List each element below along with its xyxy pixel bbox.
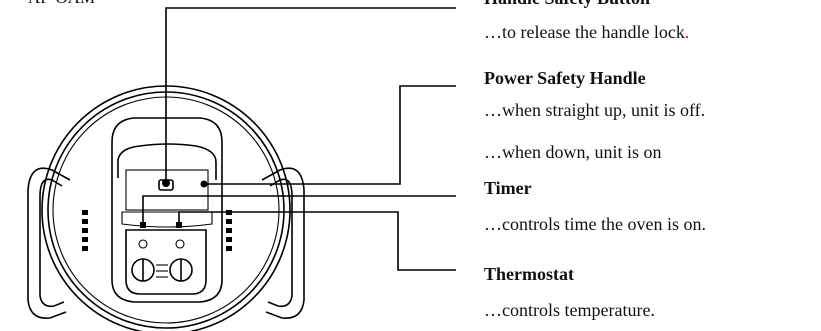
timer-desc: …controls time the oven is on. [484, 214, 706, 234]
thermostat-lamp [175, 239, 185, 249]
left-vent-marks [82, 210, 88, 251]
leader-thermostat [178, 211, 456, 271]
right-handle [261, 167, 305, 319]
right-handle-inner [267, 178, 293, 308]
control-housing [111, 117, 223, 303]
handle-window [125, 169, 209, 211]
timer-lamp [138, 239, 148, 249]
left-handle [27, 167, 71, 319]
thermostat-heading: Thermostat [484, 264, 574, 284]
red-period: . [684, 22, 690, 42]
handle-safety-button-heading: Handle Safety Button [484, 0, 650, 9]
left-handle-inner [39, 178, 65, 308]
leader-timer [142, 195, 456, 222]
handle-safety-button-desc: …to release the handle lock. [484, 22, 690, 42]
power-safety-handle-desc-off: …when straight up, unit is off. [484, 100, 706, 120]
power-safety-handle-heading: Power Safety Handle [484, 68, 646, 88]
timer-heading: Timer [484, 178, 532, 198]
power-safety-handle-desc-on: …when down, unit is on [484, 142, 662, 162]
leader-power-handle [204, 85, 456, 185]
leader-safety-button [165, 7, 456, 180]
top-left-partial-label: AP-OAM [28, 0, 95, 8]
safety-button-dot [162, 179, 170, 187]
timer-marker [140, 222, 146, 228]
handle-lower [121, 211, 213, 228]
control-plate [125, 229, 207, 295]
right-vent-marks [226, 210, 232, 251]
handle-hump [117, 143, 217, 180]
thermostat-marker [176, 222, 182, 228]
thermostat-desc: …controls temperature. [484, 300, 655, 320]
